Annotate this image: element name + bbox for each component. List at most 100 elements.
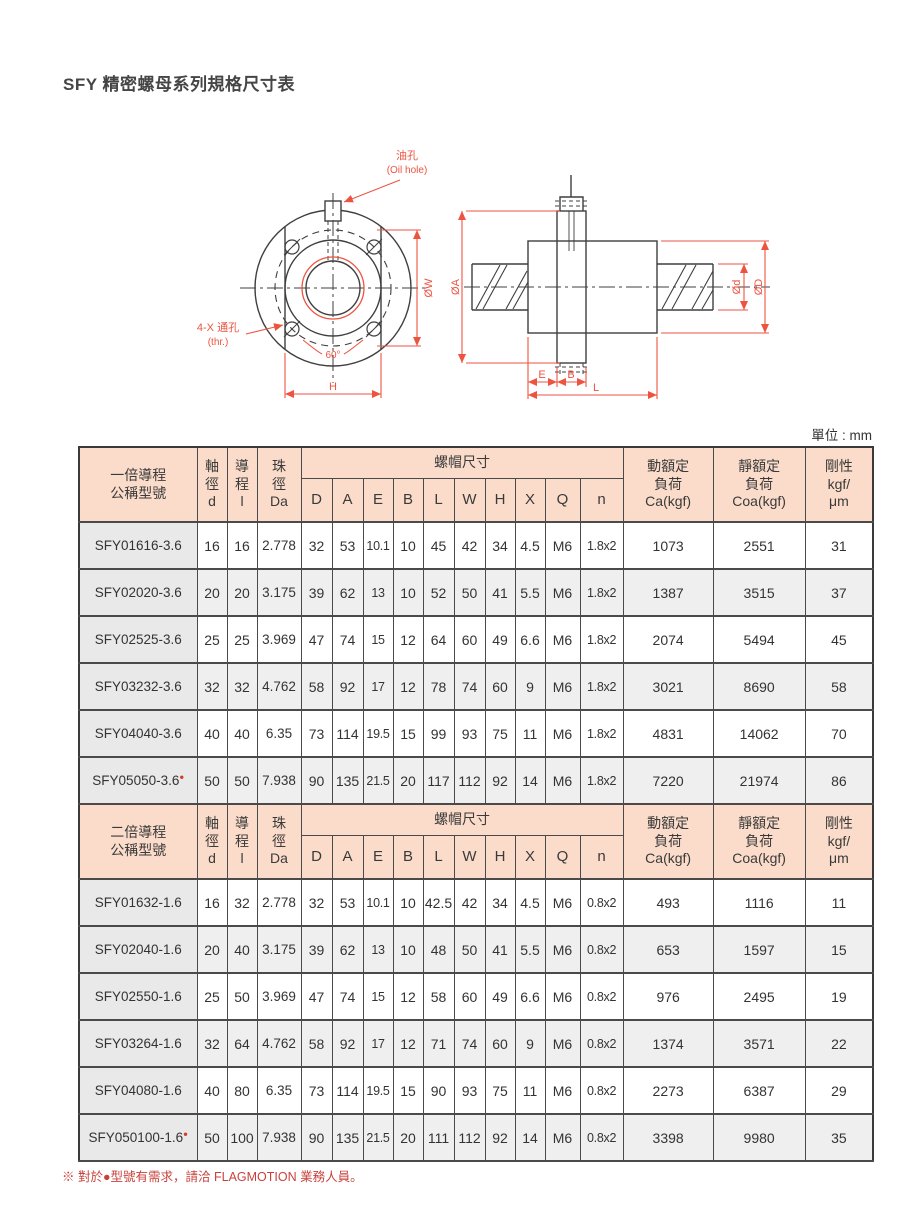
side-view-outline xyxy=(471,175,714,364)
spec-cell: 3571 xyxy=(712,1019,806,1068)
spec-cell: 40 xyxy=(226,925,258,974)
col-header-X: X xyxy=(514,834,546,880)
lead-header: 導 程 l xyxy=(226,803,258,880)
spec-cell: 12 xyxy=(392,972,424,1021)
spec-cell: 2.778 xyxy=(256,878,302,927)
side-view-dimensions xyxy=(458,210,769,399)
spec-cell: 3.175 xyxy=(256,925,302,974)
spec-cell: 135 xyxy=(331,1113,364,1162)
model-cell: SFY02040-1.6 xyxy=(78,925,198,974)
spec-cell: 70 xyxy=(804,709,874,758)
col-header-E: E xyxy=(362,477,394,523)
spec-cell: 3398 xyxy=(622,1113,714,1162)
spec-cell: 1374 xyxy=(622,1019,714,1068)
col-header-H: H xyxy=(484,477,516,523)
header-single-lead: 一倍導程 公稱型號 軸 徑 d 導 程 l 珠 徑 Da 螺帽尺寸 動額定 負荷… xyxy=(78,446,874,523)
spec-cell: 111 xyxy=(422,1113,455,1162)
spec-cell: 41 xyxy=(484,568,516,617)
spec-cell: 31 xyxy=(804,521,874,570)
spec-cell: 32 xyxy=(226,878,258,927)
spec-cell: 71 xyxy=(422,1019,455,1068)
spec-cell: 1073 xyxy=(622,521,714,570)
spec-cell: 39 xyxy=(300,568,333,617)
spec-cell: 112 xyxy=(453,756,486,805)
spec-cell: 73 xyxy=(300,709,333,758)
spec-cell: 1597 xyxy=(712,925,806,974)
spec-cell: 1.8x2 xyxy=(579,521,624,570)
spec-cell: 25 xyxy=(196,615,228,664)
angle-label: 60° xyxy=(325,350,340,361)
spec-cell: 29 xyxy=(804,1066,874,1115)
spec-cell: 100 xyxy=(226,1113,258,1162)
spec-cell: 10 xyxy=(392,925,424,974)
spec-cell: 5.5 xyxy=(514,568,546,617)
oil-hole-label-zh: 油孔 xyxy=(396,148,418,162)
col-header-W: W xyxy=(453,477,486,523)
spec-cell: 10 xyxy=(392,878,424,927)
spec-cell: 64 xyxy=(226,1019,258,1068)
thru-hole-label-zh: 4-X 通孔 xyxy=(197,321,239,334)
spec-cell: 50 xyxy=(226,972,258,1021)
spec-cell: 25 xyxy=(226,615,258,664)
spec-cell: 13 xyxy=(362,925,394,974)
spec-cell: 41 xyxy=(484,925,516,974)
spec-cell: 14 xyxy=(514,1113,546,1162)
spec-cell: 75 xyxy=(484,1066,516,1115)
footnote: ※ 對於●型號有需求，請洽 FLAGMOTION 業務人員。 xyxy=(62,1170,363,1184)
dynamic-load-header: 動額定 負荷 Ca(kgf) xyxy=(622,446,714,523)
spec-cell: 50 xyxy=(453,925,486,974)
spec-cell: 11 xyxy=(514,1066,546,1115)
side-view-thread-lines xyxy=(475,211,714,310)
spec-cell: 0.8x2 xyxy=(579,878,624,927)
spec-cell: 12 xyxy=(392,1019,424,1068)
model-cell: SFY03264-1.6 xyxy=(78,1019,198,1068)
col-header-B: B xyxy=(392,477,424,523)
spec-cell: 114 xyxy=(331,709,364,758)
spec-cell: 8690 xyxy=(712,662,806,711)
spec-cell: 2074 xyxy=(622,615,714,664)
spec-cell: 90 xyxy=(300,1113,333,1162)
spec-cell: 9 xyxy=(514,1019,546,1068)
spec-cell: M6 xyxy=(544,756,581,805)
spec-cell: 0.8x2 xyxy=(579,1019,624,1068)
spec-cell: 49 xyxy=(484,972,516,1021)
col-header-A: A xyxy=(331,477,364,523)
thru-hole-label-en: (thr.) xyxy=(208,337,229,348)
spec-cell: 74 xyxy=(331,972,364,1021)
special-order-mark: ● xyxy=(183,1129,188,1139)
spec-cell: M6 xyxy=(544,1066,581,1115)
model-cell: SFY050100-1.6● xyxy=(78,1113,198,1162)
spec-cell: 6.6 xyxy=(514,972,546,1021)
spec-cell: 7220 xyxy=(622,756,714,805)
spec-cell: 21974 xyxy=(712,756,806,805)
spec-cell: 6387 xyxy=(712,1066,806,1115)
col-header-D: D xyxy=(300,477,333,523)
spec-cell: 10.1 xyxy=(362,878,394,927)
spec-cell: 15 xyxy=(362,972,394,1021)
spec-cell: 117 xyxy=(422,756,455,805)
spec-cell: 15 xyxy=(392,1066,424,1115)
spec-cell: M6 xyxy=(544,709,581,758)
spec-cell: 20 xyxy=(392,756,424,805)
spec-cell: 92 xyxy=(484,756,516,805)
model-column-header: 一倍導程 公稱型號 xyxy=(78,446,198,523)
spec-cell: 16 xyxy=(196,878,228,927)
static-load-header: 靜額定 負荷 Coa(kgf) xyxy=(712,803,806,880)
model-column-header: 二倍導程 公稱型號 xyxy=(78,803,198,880)
spec-cell: 4.762 xyxy=(256,662,302,711)
spec-cell: 7.938 xyxy=(256,1113,302,1162)
oil-hole-label-en: (Oil hole) xyxy=(387,165,428,176)
technical-drawing: 油孔 (Oil hole) 4-X 通孔 (thr.) ØW H 60° xyxy=(197,148,770,399)
dim-label-a: ØA xyxy=(450,278,462,295)
spec-cell: M6 xyxy=(544,878,581,927)
spec-cell: 10 xyxy=(392,521,424,570)
spec-cell: 90 xyxy=(300,756,333,805)
spec-cell: 64 xyxy=(422,615,455,664)
spec-cell: 4.5 xyxy=(514,521,546,570)
